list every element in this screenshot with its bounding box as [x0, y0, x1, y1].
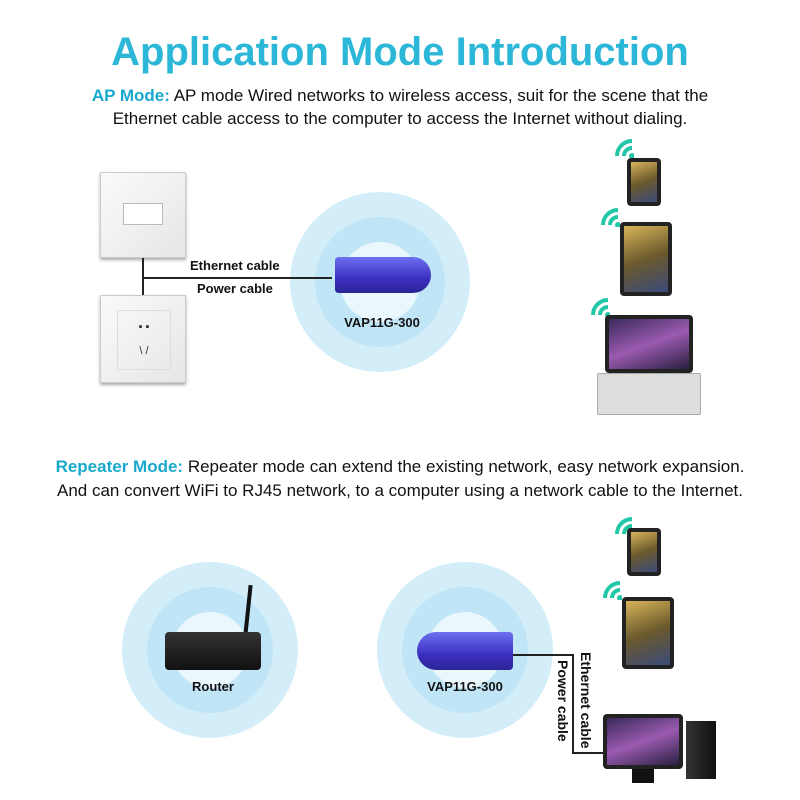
vap11g-device [335, 257, 431, 293]
repeater-mode-line2: And can convert WiFi to RJ45 network, to… [56, 481, 743, 500]
wifi-icon [603, 581, 622, 600]
cable-horizontal [572, 752, 606, 754]
power-outlet: ▪ ▪\ / [100, 295, 186, 383]
laptop-keyboard [597, 373, 701, 415]
cable-vertical [142, 258, 144, 295]
ethernet-cable-label: Ethernet cable [190, 258, 280, 273]
power-cable-label: Power cable [197, 281, 273, 296]
wifi-icon [601, 208, 620, 227]
router-image [165, 632, 261, 670]
tablet-image [622, 597, 674, 669]
repeater-mode-label: Repeater Mode: [55, 457, 184, 476]
ap-mode-text: AP mode Wired networks to wireless acces… [173, 86, 709, 105]
cable-horizontal [142, 277, 332, 279]
laptop-image [605, 315, 693, 373]
router-label: Router [192, 679, 234, 694]
vap11g-device [417, 632, 513, 670]
repeater-mode-line1: Repeater Mode: Repeater mode can extend … [0, 457, 800, 477]
ap-mode-line2: Ethernet cable access to the computer to… [112, 109, 688, 128]
page-title: Application Mode Introduction [111, 30, 689, 74]
power-cable-label: Power cable [555, 660, 571, 742]
ethernet-cable-label: Ethernet cable [578, 652, 594, 749]
phone-image [627, 158, 661, 206]
pc-tower-image [686, 721, 716, 779]
device-model-label: VAP11G-300 [427, 679, 503, 694]
monitor-image [603, 714, 683, 769]
repeater-mode-text: Repeater mode can extend the existing ne… [187, 457, 745, 476]
wifi-icon [615, 139, 634, 158]
cable-vertical [572, 654, 574, 754]
tablet-image [620, 222, 672, 296]
ap-mode-line1: AP Mode: AP mode Wired networks to wirel… [0, 86, 800, 106]
monitor-stand [632, 769, 654, 783]
ap-mode-label: AP Mode: [91, 86, 170, 105]
wifi-icon [591, 298, 610, 317]
device-model-label: VAP11G-300 [344, 315, 420, 330]
cable-horizontal [513, 654, 573, 656]
phone-image [627, 528, 661, 576]
ethernet-wall-plate [100, 172, 186, 258]
